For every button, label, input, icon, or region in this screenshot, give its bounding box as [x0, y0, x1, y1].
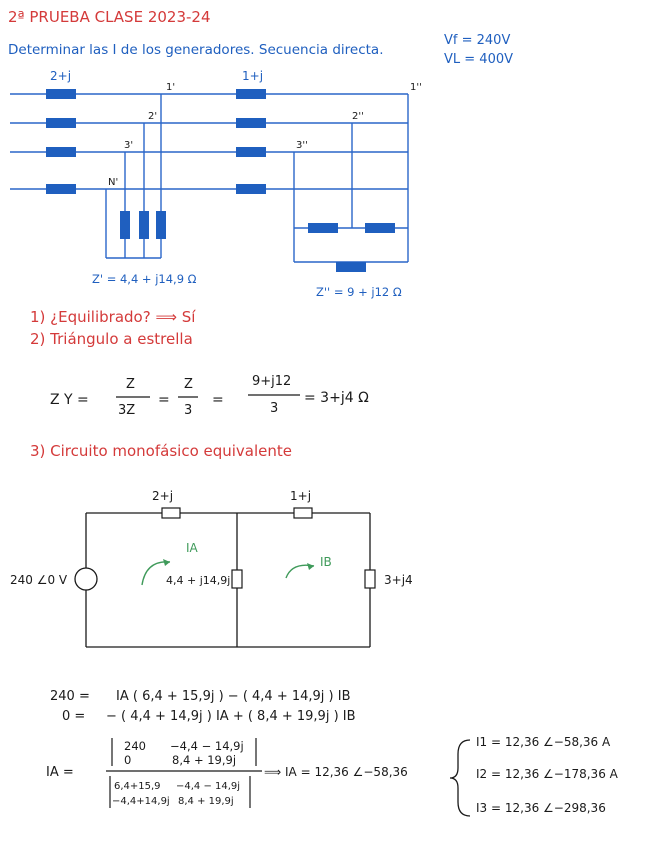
ib-label: IB — [320, 555, 332, 569]
eq1-rhs: IA ( 6,4 + 15,9j ) − ( 4,4 + 14,9j ) IB — [116, 689, 351, 704]
mesh-a-arrowhead-icon — [163, 559, 170, 566]
mesh-equations: 240 = IA ( 6,4 + 15,9j ) − ( 4,4 + 14,9j… — [50, 689, 356, 724]
phase-voltage: Vf = 240V — [444, 33, 510, 48]
line-impedance-box-2a — [46, 118, 76, 128]
line-impedance-label-2: 1+j — [242, 69, 263, 83]
z1-label: 2+j — [152, 489, 173, 503]
frac3-num: 9+j12 — [252, 374, 291, 389]
frac2-den: 3 — [184, 403, 192, 418]
node-2p: 2' — [148, 111, 157, 122]
cramer-solution: IA = 240 −4,4 − 14,9j 0 8,4 + 19,9j 6,4+… — [46, 738, 408, 808]
line-impedance-label-1: 2+j — [50, 69, 71, 83]
star-load-label: Z' = 4,4 + j14,9 Ω — [92, 272, 197, 286]
node-3p: 3' — [124, 140, 133, 151]
line-impedance-box-3a — [46, 147, 76, 157]
delta-load-label: Z'' = 9 + j12 Ω — [316, 285, 402, 299]
eq2-rhs: − ( 4,4 + 14,9j ) IA + ( 8,4 + 19,9j ) I… — [106, 709, 356, 724]
neutral-impedance-box-b — [236, 184, 266, 194]
frac1-num: Z — [126, 377, 135, 392]
page-title: 2ª PRUEBA CLASE 2023-24 — [8, 8, 211, 26]
delta-impedance-bottom — [336, 262, 366, 272]
den-r1c2: −4,4 − 14,9j — [176, 781, 240, 792]
z2-label: 1+j — [290, 489, 311, 503]
step-3: 3) Circuito monofásico equivalente — [30, 442, 292, 460]
ia-result: ⟹ IA = 12,36 ∠−58,36 — [264, 765, 408, 779]
three-phase-circuit: 2+j 1+j 1' 2' 3' N' 1'' 2'' 3'' — [10, 69, 422, 299]
i3-result: I3 = 12,36 ∠−298,36 — [476, 801, 606, 815]
den-r2c2: 8,4 + 19,9j — [178, 796, 234, 807]
den-r1c1: 6,4+15,9 — [114, 781, 161, 792]
num-r2c1: 0 — [124, 753, 131, 767]
frac1-den: 3Z — [118, 403, 135, 418]
num-r1c2: −4,4 − 14,9j — [170, 739, 244, 753]
mid-z-label: 4,4 + j14,9j — [166, 574, 230, 587]
right-z-box — [364, 569, 376, 589]
den-r2c1: −4,4+14,9j — [112, 796, 170, 807]
source-label: 240 ∠0 V — [10, 573, 68, 587]
ia-label: IA — [186, 541, 199, 555]
node-1pp: 1'' — [410, 82, 422, 93]
z2-box — [293, 507, 313, 519]
delta-impedance-left — [308, 223, 338, 233]
i1-result: I1 = 12,36 ∠−58,36 A — [476, 735, 611, 749]
neutral-impedance-box-a — [46, 184, 76, 194]
delta-impedance-right — [365, 223, 395, 233]
line-voltage: VL = 400V — [444, 52, 513, 67]
problem-statement: Determinar las I de los generadores. Sec… — [8, 42, 383, 58]
frac3-den: 3 — [270, 401, 278, 416]
mid-z-box — [231, 569, 243, 589]
single-phase-circuit: 2+j 1+j 240 ∠0 V 4,4 + j14,9j 3+j4 IA IB — [10, 489, 413, 648]
voltage-source-icon — [74, 567, 98, 591]
generator-currents: I1 = 12,36 ∠−58,36 A I2 = 12,36 ∠−178,36… — [449, 735, 619, 817]
node-2pp: 2'' — [352, 111, 364, 122]
node-1p: 1' — [166, 82, 175, 93]
delta-to-star-formula: Z Y = Z 3Z = Z 3 = 9+j12 3 = 3+j4 Ω — [50, 374, 369, 418]
num-r2c2: 8,4 + 19,9j — [172, 753, 236, 767]
num-r1c1: 240 — [124, 739, 146, 753]
line-impedance-box-1a — [46, 89, 76, 99]
eq-sign-2: = — [212, 392, 224, 408]
step-1: 1) ¿Equilibrado? ⟹ Sí — [30, 308, 196, 326]
zy-result: = 3+j4 Ω — [304, 390, 369, 406]
mesh-b-arrowhead-icon — [307, 563, 314, 570]
line-impedance-box-2b — [236, 118, 266, 128]
z1-box — [161, 507, 181, 519]
results-brace — [449, 739, 471, 817]
star-impedance-2 — [139, 211, 149, 239]
eq2-lhs: 0 = — [62, 709, 85, 724]
zy-lhs: Z Y = — [50, 392, 89, 408]
star-impedance-3 — [120, 211, 130, 239]
node-3pp: 3'' — [296, 140, 308, 151]
right-z-label: 3+j4 — [384, 573, 413, 587]
step-2: 2) Triángulo a estrella — [30, 330, 193, 348]
ia-equals: IA = — [46, 765, 74, 780]
frac2-num: Z — [184, 377, 193, 392]
line-impedance-box-1b — [236, 89, 266, 99]
node-np: N' — [108, 177, 118, 188]
line-impedance-box-3b — [236, 147, 266, 157]
eq1-lhs: 240 = — [50, 689, 90, 704]
eq-sign-1: = — [158, 392, 170, 408]
i2-result: I2 = 12,36 ∠−178,36 A — [476, 767, 619, 781]
star-impedance-1 — [156, 211, 166, 239]
